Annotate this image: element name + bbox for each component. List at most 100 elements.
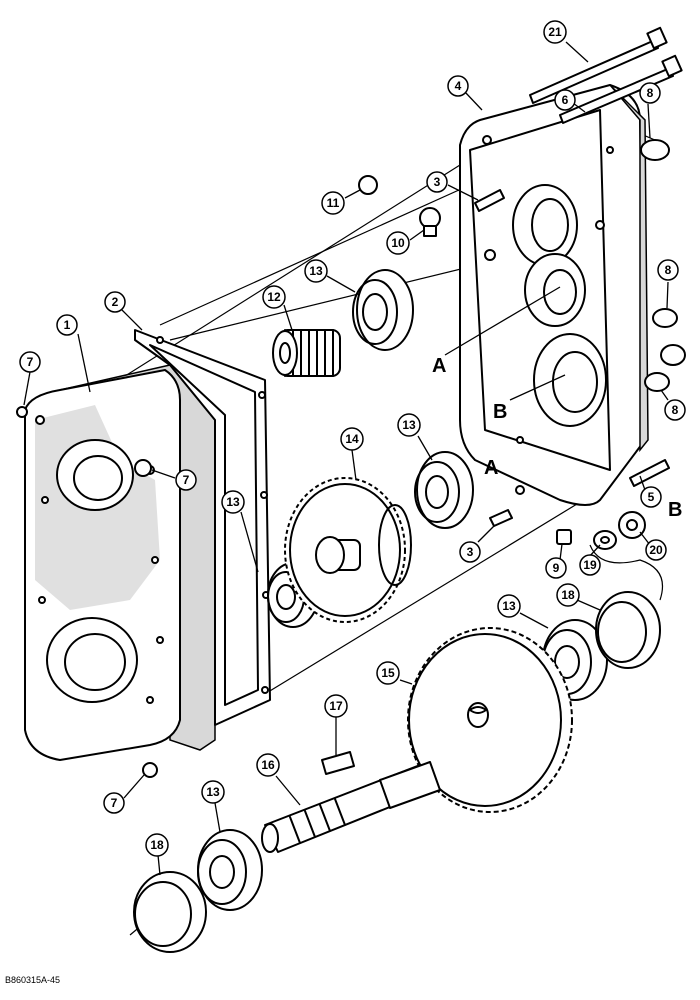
- callout-5: 5: [640, 486, 662, 508]
- callout-7-low: 7: [103, 792, 125, 814]
- leader-b-upper: [509, 374, 566, 401]
- nut-part-7-left: [16, 406, 28, 418]
- svg-text:14: 14: [345, 432, 359, 446]
- callout-4: 4: [447, 75, 469, 97]
- nut-part-7-low: [142, 762, 158, 778]
- seal-part-18-lower: [133, 871, 207, 953]
- leader-a-upper: [444, 286, 561, 356]
- svg-text:18: 18: [150, 838, 164, 852]
- svg-text:17: 17: [329, 699, 343, 713]
- svg-text:21: 21: [548, 25, 562, 39]
- callout-13-right: 13: [497, 594, 521, 618]
- callout-14: 14: [340, 427, 364, 451]
- callout-10: 10: [386, 231, 410, 255]
- callout-12: 12: [262, 285, 286, 309]
- nut-part-20: [618, 511, 646, 539]
- callout-11: 11: [321, 191, 345, 215]
- svg-text:3: 3: [467, 545, 474, 559]
- plug-part-8-mid: [652, 308, 686, 366]
- svg-text:10: 10: [391, 236, 405, 250]
- svg-text:15: 15: [381, 666, 395, 680]
- svg-text:7: 7: [27, 355, 34, 369]
- seal-part-18-right: [595, 591, 661, 669]
- callout-8-low: 8: [664, 399, 686, 421]
- svg-text:13: 13: [206, 785, 220, 799]
- bolt-part-21: [529, 26, 668, 104]
- svg-text:13: 13: [402, 418, 416, 432]
- svg-text:13: 13: [502, 599, 516, 613]
- pinion-gear-part-12: [272, 329, 341, 377]
- callout-7-left: 7: [19, 351, 41, 373]
- plug-part-8-top: [640, 139, 670, 161]
- leader-lines: [23, 41, 669, 876]
- gasket-part-2: [134, 329, 271, 726]
- letter-a-upper: A: [432, 355, 446, 377]
- callout-6: 6: [554, 89, 576, 111]
- nut-part-7-mid: [134, 459, 152, 477]
- callout-20: 20: [645, 539, 667, 561]
- callout-3-upper: 3: [426, 171, 448, 193]
- callout-3-lower: 3: [459, 541, 481, 563]
- letter-b-lower: B: [668, 499, 682, 521]
- bolt-part-6: [559, 54, 683, 124]
- callout-8-mid: 8: [657, 259, 679, 281]
- bearing-part-13-middle: [414, 451, 474, 529]
- rear-housing-part-4: [459, 84, 649, 506]
- washer-part-19: [593, 530, 617, 550]
- callout-1: 1: [56, 314, 78, 336]
- callout-16: 16: [256, 753, 280, 777]
- svg-text:4: 4: [455, 79, 462, 93]
- figure-code: B860315A-45: [5, 975, 60, 985]
- callout-18-right: 18: [556, 583, 580, 607]
- pin-part-3-lower: [489, 509, 513, 527]
- front-housing-part-1: [24, 364, 216, 761]
- svg-text:20: 20: [649, 543, 663, 557]
- svg-text:19: 19: [583, 558, 597, 572]
- svg-text:2: 2: [112, 295, 119, 309]
- plug-part-8-low: [644, 372, 670, 392]
- cluster-gear-part-14: [284, 477, 412, 623]
- callout-8-top: 8: [639, 82, 661, 104]
- bearing-part-13-upper: [352, 269, 414, 351]
- callout-13-middle: 13: [397, 413, 421, 437]
- letter-a-lower: A: [484, 457, 498, 479]
- svg-text:8: 8: [647, 86, 654, 100]
- callout-19: 19: [579, 554, 601, 576]
- svg-text:7: 7: [183, 473, 190, 487]
- svg-text:18: 18: [561, 588, 575, 602]
- callout-2: 2: [104, 291, 126, 313]
- fitting-part-11: [358, 175, 378, 195]
- svg-text:8: 8: [672, 403, 679, 417]
- bearing-part-13-lower: [197, 829, 263, 911]
- callout-13-upper: 13: [304, 259, 328, 283]
- callout-21: 21: [543, 20, 567, 44]
- svg-text:9: 9: [553, 561, 560, 575]
- callout-13-left: 13: [221, 490, 245, 514]
- callout-7-mid: 7: [175, 469, 197, 491]
- pin-part-3-upper: [474, 189, 505, 212]
- svg-text:3: 3: [434, 175, 441, 189]
- svg-text:11: 11: [327, 196, 340, 210]
- bolt-part-5: [629, 459, 670, 487]
- svg-text:1: 1: [64, 318, 71, 332]
- svg-text:16: 16: [261, 758, 275, 772]
- fitting-part-10: [419, 207, 441, 237]
- letter-b-upper: B: [493, 401, 507, 423]
- callout-9: 9: [545, 557, 567, 579]
- callout-17: 17: [324, 694, 348, 718]
- callout-13-lower: 13: [201, 780, 225, 804]
- breather-part-9: [556, 529, 572, 545]
- svg-text:13: 13: [226, 495, 240, 509]
- callout-18-lower: 18: [145, 833, 169, 857]
- svg-text:7: 7: [111, 796, 118, 810]
- key-part-17: [321, 751, 355, 775]
- output-shaft-part-16: [261, 761, 441, 853]
- large-gear-part-15: [407, 627, 573, 813]
- svg-text:8: 8: [665, 263, 672, 277]
- svg-text:5: 5: [648, 490, 655, 504]
- callout-15: 15: [376, 661, 400, 685]
- svg-text:12: 12: [267, 290, 281, 304]
- svg-text:6: 6: [562, 93, 569, 107]
